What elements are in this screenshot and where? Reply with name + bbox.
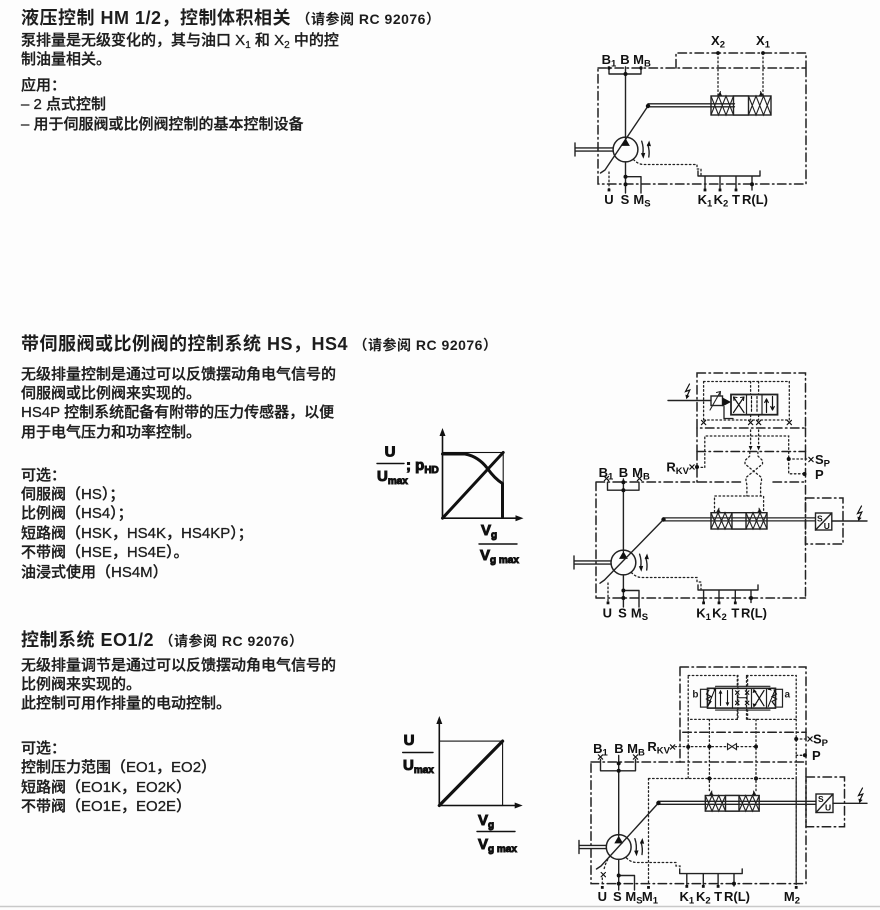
svg-text:Umax: Umax [403,757,434,776]
svg-text:X2: X2 [711,33,725,51]
svg-text:U: U [824,521,830,531]
svg-text:Umax: Umax [377,468,408,487]
svg-text:R(L): R(L) [724,889,750,904]
svg-text:T: T [732,192,740,207]
svg-text:; pHD: ; pHD [406,457,439,476]
svg-text:Vg max: Vg max [478,836,517,855]
svg-text:B: B [620,52,629,67]
svg-text:S: S [621,192,630,207]
svg-text:MS: MS [625,889,642,907]
svg-text:b: b [692,690,698,701]
svg-text:M2: M2 [784,889,800,907]
svg-text:P: P [815,467,824,482]
svg-text:Vg: Vg [478,812,494,831]
svg-text:RKV: RKV [666,460,689,478]
svg-text:RKV: RKV [647,739,670,757]
svg-text:B: B [614,741,623,756]
svg-text:S: S [613,889,622,904]
svg-text:Vg max: Vg max [480,547,519,566]
svg-text:K2: K2 [712,606,727,624]
svg-text:P: P [812,748,821,763]
svg-text:Vg: Vg [481,522,497,541]
svg-text:B1: B1 [599,465,614,483]
svg-text:X1: X1 [756,33,771,51]
svg-text:R(L): R(L) [741,606,767,621]
svg-text:S: S [618,606,627,621]
svg-text:U: U [385,444,396,461]
svg-text:MS: MS [633,192,650,210]
svg-text:R(L): R(L) [742,192,768,207]
svg-text:S: S [817,514,823,524]
svg-text:a: a [785,690,791,701]
svg-text:U: U [604,192,613,207]
svg-text:K2: K2 [714,192,729,210]
svg-text:K1: K1 [679,889,694,907]
svg-text:U: U [603,606,612,621]
svg-text:U: U [404,732,415,749]
svg-text:K2: K2 [696,889,711,907]
svg-text:K1: K1 [696,606,711,624]
svg-text:T: T [714,889,722,904]
svg-text:B: B [619,465,628,480]
svg-text:U: U [825,803,831,813]
svg-text:M1: M1 [642,889,659,907]
svg-text:SP: SP [813,732,829,750]
svg-text:S: S [818,794,824,804]
svg-text:U: U [598,889,607,904]
svg-text:K1: K1 [698,192,713,210]
svg-text:T: T [731,606,739,621]
svg-text:MS: MS [631,606,648,624]
